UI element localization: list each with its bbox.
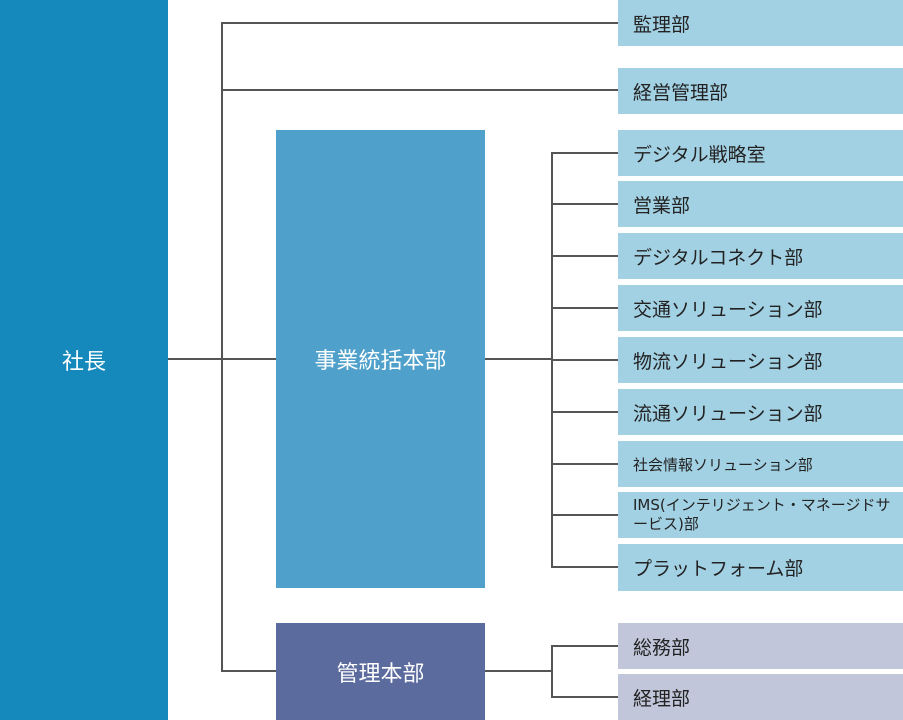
- dept-box: 物流ソリューション部: [618, 337, 903, 383]
- dept-box: プラットフォーム部: [618, 544, 903, 591]
- connector: [551, 566, 618, 568]
- connector: [221, 670, 276, 672]
- connector: [221, 89, 618, 91]
- dept-box: 経営管理部: [618, 68, 903, 114]
- connector: [551, 359, 618, 361]
- connector: [551, 411, 618, 413]
- connector: [551, 255, 618, 257]
- division-label: 事業統括本部: [314, 349, 447, 374]
- connector: [551, 307, 618, 309]
- dept-box: 交通ソリューション部: [618, 285, 903, 331]
- division-box: 事業統括本部: [276, 130, 485, 588]
- dept-label: 総務部: [633, 636, 691, 659]
- connector: [485, 670, 551, 672]
- connector: [551, 463, 618, 465]
- dept-label: 経理部: [633, 687, 691, 710]
- admin-dept-box: 総務部: [618, 623, 903, 669]
- dept-label: 社会情報ソリューション部: [633, 455, 813, 474]
- admin-division-label: 管理本部: [336, 661, 425, 687]
- connector: [221, 22, 223, 671]
- dept-label: デジタル戦略室: [633, 143, 766, 166]
- dept-label: IMS(インテリジェント・マネージドサービス)部: [633, 496, 891, 533]
- dept-box: デジタル戦略室: [618, 130, 903, 176]
- dept-box: 監理部: [618, 0, 903, 46]
- dept-label: 物流ソリューション部: [633, 350, 823, 373]
- connector: [551, 696, 618, 698]
- dept-label: 流通ソリューション部: [633, 402, 823, 425]
- dept-box: 営業部: [618, 181, 903, 227]
- dept-label: 監理部: [633, 13, 691, 36]
- dept-box: 社会情報ソリューション部: [618, 441, 903, 487]
- connector: [221, 22, 618, 24]
- admin-dept-box: 経理部: [618, 674, 903, 720]
- connector: [551, 153, 553, 568]
- president-box: 社長: [0, 0, 168, 720]
- dept-label: 経営管理部: [633, 81, 729, 104]
- connector: [551, 203, 618, 205]
- admin-division-box: 管理本部: [276, 623, 485, 720]
- dept-label: プラットフォーム部: [633, 558, 804, 580]
- dept-label: 営業部: [633, 194, 691, 217]
- dept-box: 流通ソリューション部: [618, 389, 903, 435]
- connector: [551, 152, 618, 154]
- connector: [485, 358, 551, 360]
- connector: [551, 646, 553, 698]
- dept-label: 交通ソリューション部: [633, 298, 823, 321]
- connector: [551, 645, 618, 647]
- president-label: 社長: [61, 350, 106, 375]
- dept-label: デジタルコネクト部: [633, 246, 804, 269]
- dept-box: IMS(インテリジェント・マネージドサービス)部: [618, 492, 903, 538]
- connector: [551, 514, 618, 516]
- dept-box: デジタルコネクト部: [618, 233, 903, 279]
